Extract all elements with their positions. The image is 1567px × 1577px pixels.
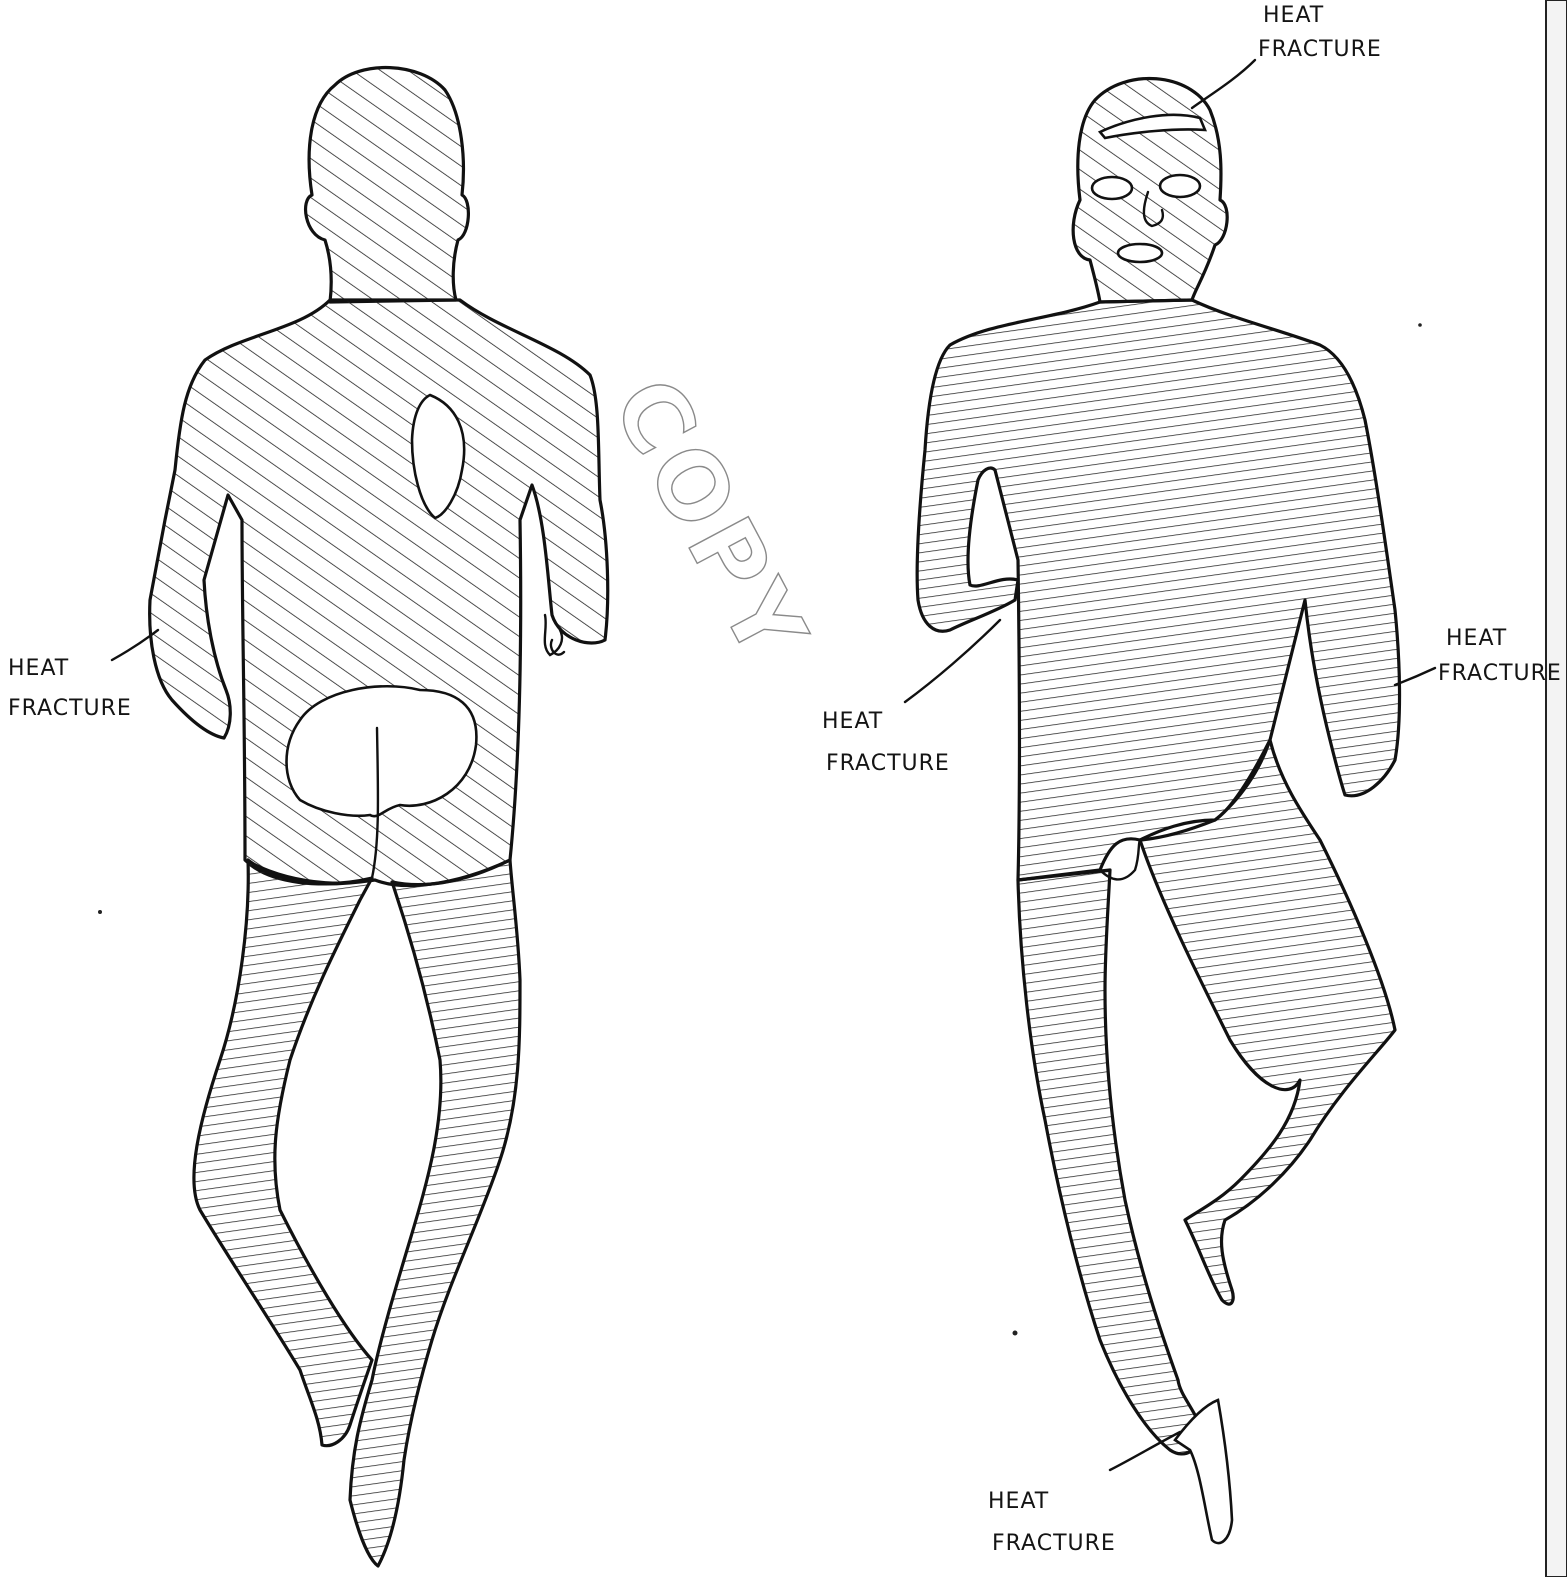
label-back-arm-line1: HEAT (8, 656, 69, 681)
label-front-head: HEAT FRACTURE (1258, 3, 1382, 62)
copy-stamp-text: COPY (592, 362, 829, 680)
leader-front-left-arm (905, 620, 1000, 702)
copy-stamp: COPY (592, 362, 829, 680)
front-mouth (1118, 244, 1162, 262)
label-back-arm-line2: FRACTURE (8, 696, 132, 721)
back-view-figure (150, 68, 608, 1566)
paper-edge (1546, 0, 1567, 1577)
front-torso (917, 300, 1399, 880)
label-front-left-arm: HEAT FRACTURE (822, 709, 950, 776)
front-left-leg (1018, 870, 1202, 1454)
label-front-left-arm-line1: HEAT (822, 709, 883, 734)
front-view-figure (917, 78, 1399, 1543)
label-front-foot-line2: FRACTURE (992, 1531, 1116, 1556)
front-left-eye (1092, 177, 1132, 199)
back-left-leg (194, 860, 372, 1446)
leader-front-head (1192, 60, 1255, 108)
label-front-left-arm-line2: FRACTURE (826, 751, 950, 776)
paper-speck (1013, 1331, 1018, 1336)
label-front-right-arm-line1: HEAT (1446, 626, 1507, 651)
label-back-arm: HEAT FRACTURE (8, 656, 132, 721)
back-head (306, 68, 469, 302)
paper-speck (1418, 323, 1422, 327)
front-right-eye (1160, 175, 1200, 197)
label-front-foot: HEAT FRACTURE (988, 1489, 1116, 1556)
paper-speck (98, 910, 102, 914)
label-front-head-line2: FRACTURE (1258, 37, 1382, 62)
label-front-head-line1: HEAT (1263, 3, 1324, 28)
leader-front-right-arm (1395, 668, 1435, 685)
label-front-right-arm: HEAT FRACTURE (1438, 626, 1562, 686)
back-right-leg (350, 860, 520, 1566)
label-front-right-arm-line2: FRACTURE (1438, 661, 1562, 686)
label-front-foot-line1: HEAT (988, 1489, 1049, 1514)
